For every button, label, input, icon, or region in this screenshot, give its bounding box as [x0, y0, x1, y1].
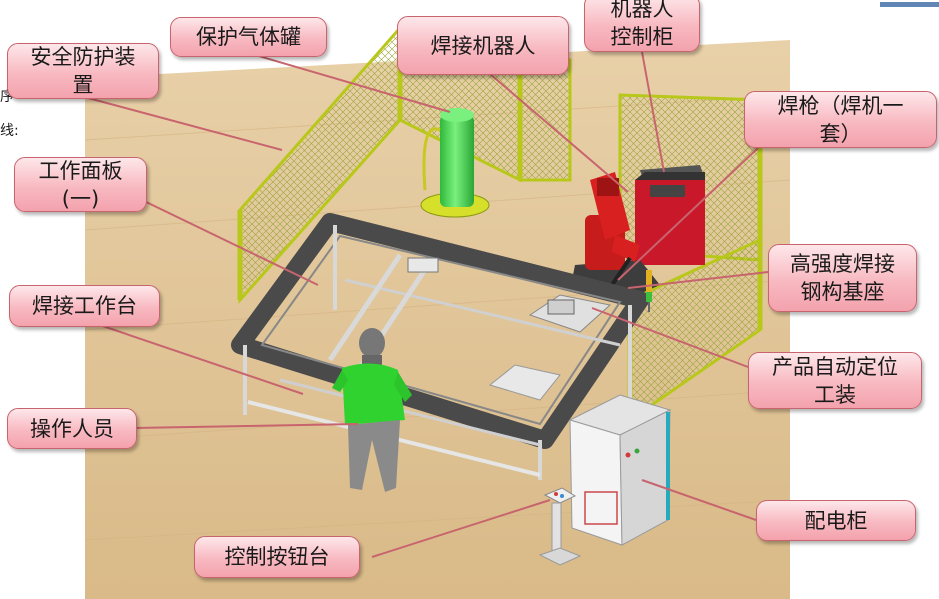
label-positioning-fixture: 产品自动定位 工装	[748, 352, 922, 409]
operator-figure	[332, 328, 412, 492]
label-power-cabinet: 配电柜	[756, 500, 916, 541]
label-welding-robot: 焊接机器人	[397, 16, 569, 75]
label-steel-base: 高强度焊接 钢构基座	[768, 244, 917, 312]
label-gas-tank: 保护气体罐	[170, 17, 327, 57]
welding-robot-model	[585, 172, 640, 287]
power-cabinet-model	[568, 394, 672, 546]
label-work-panel: 工作面板 (一)	[14, 157, 147, 212]
label-welding-table: 焊接工作台	[9, 285, 160, 327]
label-operator: 操作人员	[7, 408, 137, 449]
label-button-console: 控制按钮台	[194, 536, 360, 578]
robot-control-cabinet-model	[635, 165, 705, 265]
signal-light-model	[646, 270, 652, 312]
cut-off-text-2: 线:	[0, 123, 19, 139]
label-welding-gun: 焊枪（焊机一 套）	[744, 91, 937, 148]
button-console-model	[538, 487, 582, 566]
label-robot-control-cabinet: 机器人 控制柜	[584, 0, 700, 52]
label-safety-guard: 安全防护装 置	[7, 43, 159, 99]
leader-lines	[84, 51, 769, 558]
slide-accent-bar	[880, 2, 939, 7]
